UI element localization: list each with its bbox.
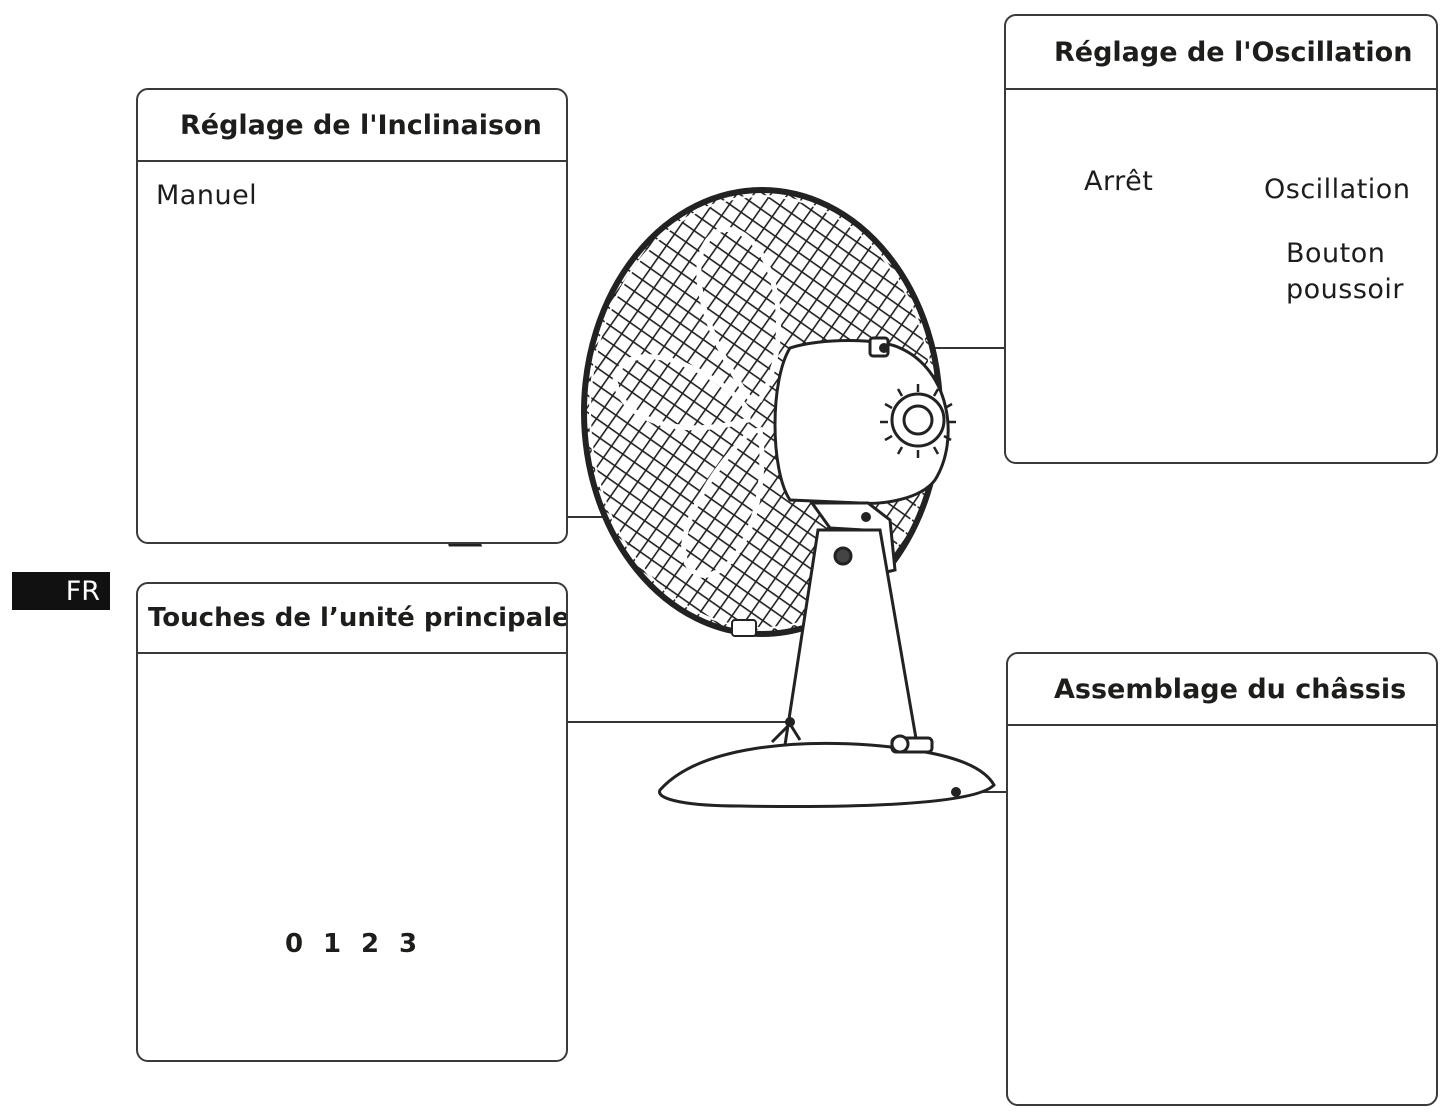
keys-panel: Touches de l’unité principale — [136, 582, 568, 1062]
tilt-panel-title: Réglage de l'Inclinaison — [138, 90, 566, 162]
chassis-panel: Assemblage du châssis — [1006, 652, 1438, 1106]
tilt-manual-label: Manuel — [156, 180, 258, 211]
oscillation-stop-label: Arrêt — [1084, 166, 1154, 197]
chassis-panel-title: Assemblage du châssis — [1008, 654, 1436, 726]
language-tag: FR — [12, 572, 110, 610]
oscillation-panel: Réglage de l'Oscillation — [1004, 14, 1438, 464]
push-button-label-line1: Bouton — [1286, 238, 1386, 269]
push-button-label-line2: poussoir — [1286, 274, 1405, 305]
tilt-panel: Réglage de l'Inclinaison — [136, 88, 568, 544]
oscillation-panel-title: Réglage de l'Oscillation — [1006, 16, 1436, 90]
oscillation-on-label: Oscillation — [1264, 174, 1411, 205]
motor-housing — [773, 336, 956, 577]
keys-panel-title: Touches de l’unité principale — [138, 584, 566, 654]
fan-stand — [658, 528, 996, 809]
